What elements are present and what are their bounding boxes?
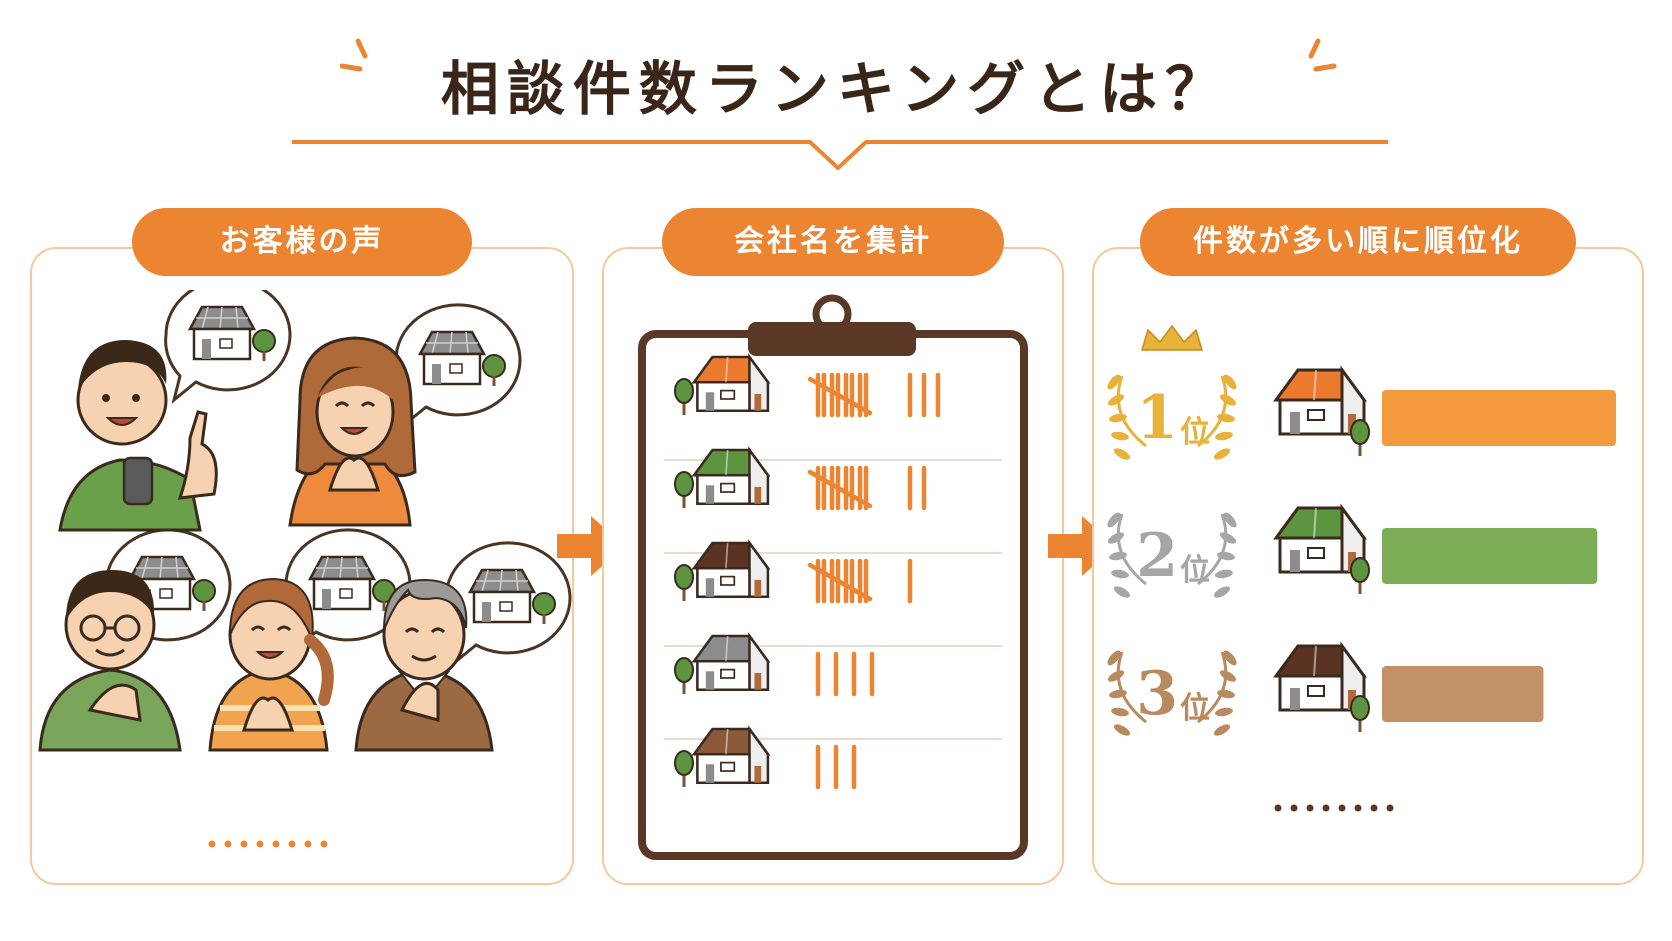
customers-illustration: [38, 290, 572, 848]
tally-marks: [815, 744, 857, 790]
rank-suffix: 位: [1180, 553, 1210, 588]
title-area: 相談件数ランキングとは？: [0, 0, 1672, 180]
tally-row: [674, 632, 875, 697]
rank-bar: [1382, 666, 1544, 722]
more-dots-ranking: [1274, 804, 1394, 812]
house-icon: [1273, 641, 1367, 712]
tree-icon: [674, 471, 694, 508]
more-dots: [208, 840, 328, 848]
laurel-icon: [1107, 512, 1237, 598]
house-icon: [1273, 365, 1367, 436]
house-icon: [1273, 503, 1367, 574]
tally-row: [674, 539, 913, 604]
house-icon: [691, 725, 771, 785]
sparkle-right-icon: [1308, 38, 1337, 72]
page-title: 相談件数ランキングとは？: [440, 55, 1232, 123]
step-label-customer-voices: お客様の声: [132, 208, 472, 276]
tree-icon: [674, 378, 694, 415]
rank-bar: [1382, 528, 1598, 584]
step-label-tally: 会社名を集計: [662, 208, 1004, 276]
tally-row: [674, 353, 941, 418]
tally-row: [674, 446, 927, 511]
older-man: [354, 578, 494, 752]
title-underline: [292, 140, 1388, 170]
sparkle-left-icon: [340, 38, 368, 72]
tally-marks: [807, 558, 913, 604]
house-icon: [691, 446, 771, 506]
tally-row: [674, 725, 857, 790]
man-with-glasses: [38, 570, 182, 752]
tree-icon: [674, 657, 694, 694]
rank-number: 3: [1136, 659, 1178, 729]
tally-marks: [807, 372, 941, 418]
tree-icon: [674, 750, 694, 787]
woman-striped-top: [208, 577, 334, 752]
house-icon: [691, 353, 771, 413]
tree-icon: [1350, 695, 1370, 732]
rank-bar: [1382, 390, 1616, 446]
rank-number: 2: [1136, 521, 1178, 591]
woman-orange-top: [288, 336, 417, 527]
tally-marks: [815, 651, 875, 697]
laurel-icon: [1107, 650, 1237, 736]
tally-marks: [807, 465, 927, 511]
step-label-ranking: 件数が多い順に順位化: [1140, 208, 1576, 276]
man-green-hoodie: [58, 340, 218, 532]
crown-icon: [1140, 324, 1204, 351]
rank-suffix: 位: [1180, 691, 1210, 726]
rank-suffix: 位: [1180, 415, 1210, 450]
laurel-icon: [1107, 374, 1237, 460]
tree-icon: [1350, 419, 1370, 456]
rank-number: 1: [1136, 383, 1178, 453]
house-icon: [691, 539, 771, 599]
clipboard-illustration: [638, 294, 1028, 860]
tree-icon: [1350, 557, 1370, 594]
house-icon: [691, 632, 771, 692]
tree-icon: [674, 564, 694, 601]
